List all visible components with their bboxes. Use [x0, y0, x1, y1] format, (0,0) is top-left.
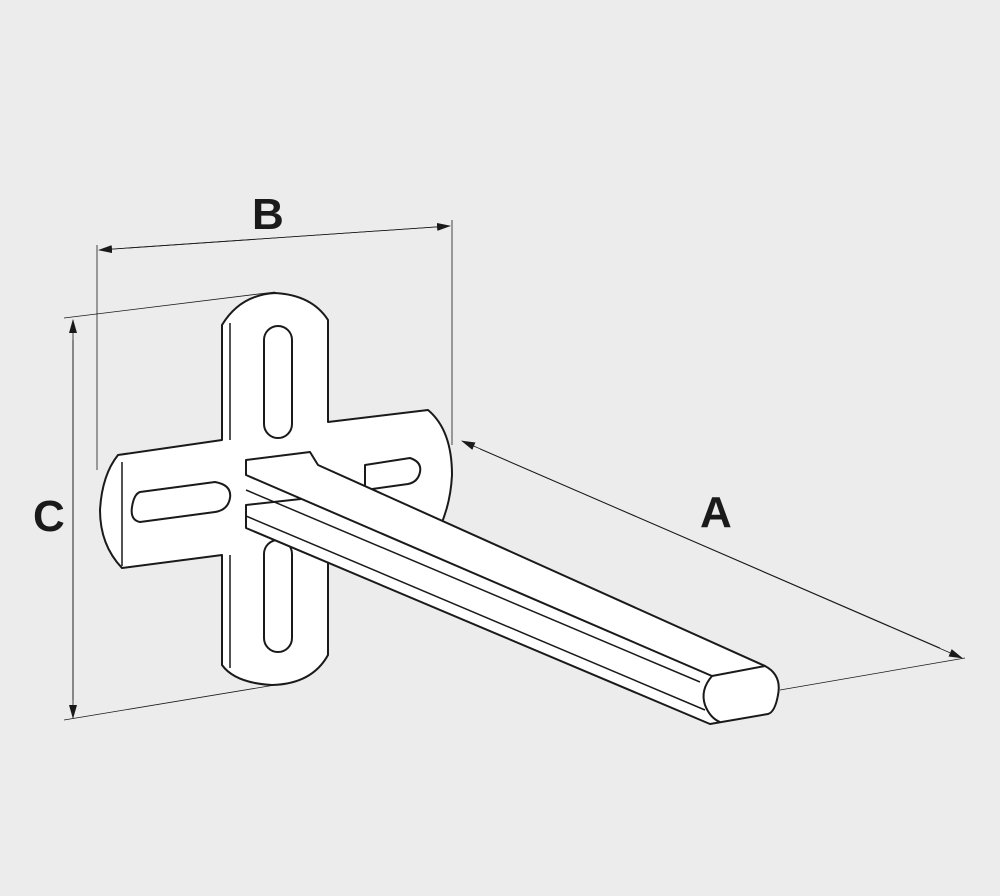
bracket-arm	[245, 451, 780, 725]
dimension-label-a: A	[700, 488, 732, 537]
dimension-a	[461, 440, 966, 691]
dimension-label-b: B	[252, 190, 284, 239]
dimension-c	[63, 291, 276, 721]
dimension-label-c: C	[33, 492, 65, 541]
dimension-b	[96, 220, 453, 470]
